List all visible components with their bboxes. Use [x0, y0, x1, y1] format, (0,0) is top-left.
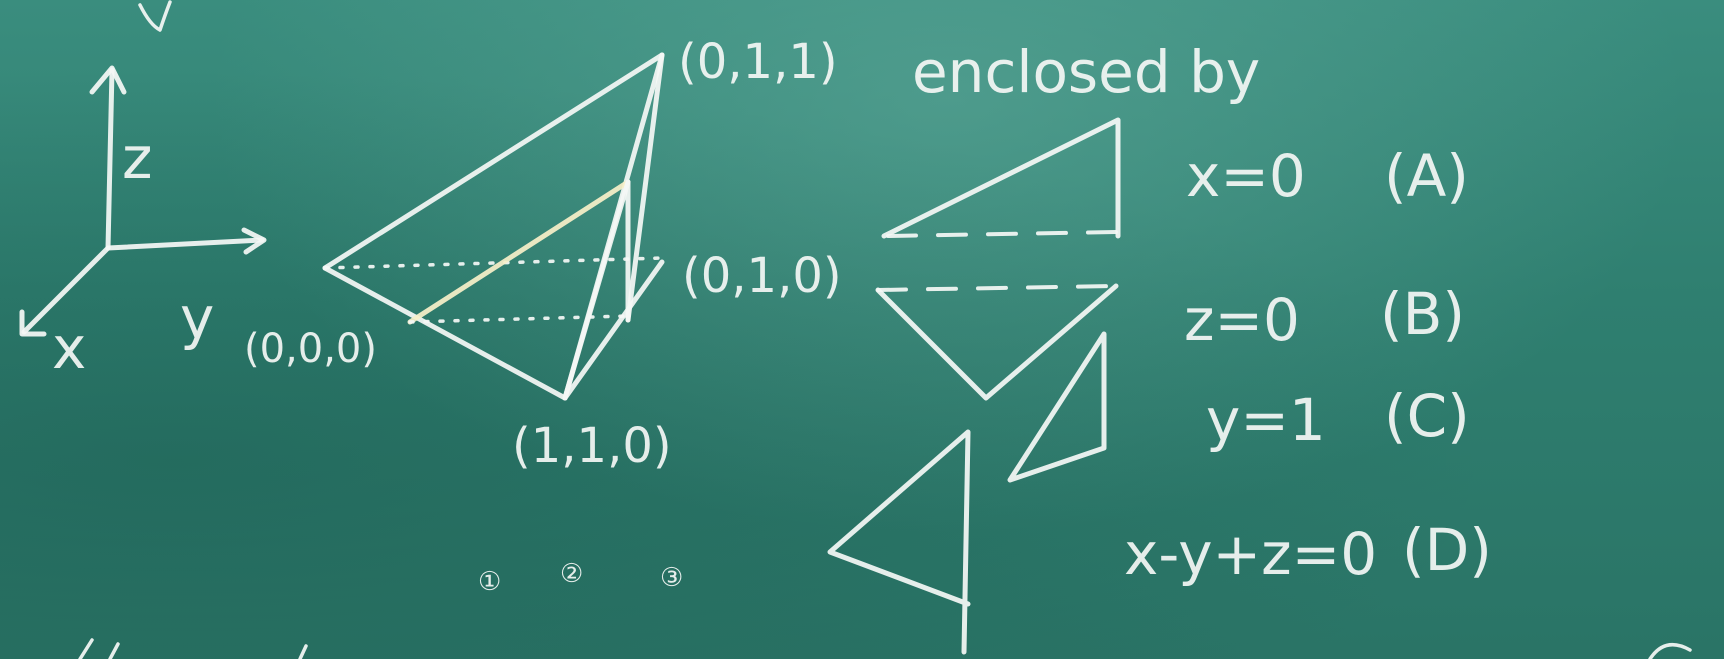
cut-off-writing-left [78, 638, 308, 659]
face-d-sketch [827, 429, 971, 655]
plane-b-equation: z=0 [1184, 286, 1300, 354]
face-b-sketch [875, 283, 1119, 401]
z-axis-arrow-icon [89, 65, 127, 95]
y-axis-arrow-icon [241, 227, 267, 255]
circled-number-3: ③ [660, 563, 683, 593]
edge-origin-top [322, 52, 665, 271]
x-axis-line [21, 245, 111, 335]
y-axis-line [105, 237, 265, 251]
face-b-dashed-top [876, 284, 1118, 292]
z-axis-label: z [122, 124, 152, 192]
cross-section-yellow-edge [407, 179, 631, 325]
cross-section-hidden [408, 314, 630, 324]
cross-section-slant [562, 179, 631, 401]
face-a-sketch [881, 117, 1121, 239]
plane-c-equation: y=1 [1206, 386, 1326, 454]
y-axis-label: y [180, 284, 214, 352]
face-sketches [827, 117, 1121, 655]
z-axis-line [105, 67, 115, 251]
x-axis-arrow-icon [19, 309, 47, 337]
circled-number-2: ② [560, 559, 583, 589]
point-label-origin: (0,0,0) [244, 326, 377, 372]
circled-number-1: ① [478, 567, 501, 597]
stray-chalk-mark [138, 0, 172, 32]
plane-d-tag: (D) [1402, 516, 1492, 584]
heading-enclosed-by: enclosed by [912, 38, 1260, 106]
plane-d-equation: x-y+z=0 [1124, 520, 1377, 588]
face-c-sketch [1007, 331, 1107, 483]
edge-top-mid [625, 52, 665, 323]
plane-a-tag: (A) [1384, 142, 1469, 210]
plane-b-tag: (B) [1380, 280, 1465, 348]
x-axis-label: x [52, 314, 86, 382]
edge-origin-front [322, 265, 568, 401]
point-label-mid: (0,1,0) [682, 248, 842, 304]
face-a-dashed-base [886, 230, 1120, 238]
point-label-front: (1,1,0) [512, 418, 672, 474]
plane-c-tag: (C) [1384, 382, 1470, 450]
cut-off-writing-right [1648, 642, 1692, 659]
plane-a-equation: x=0 [1186, 142, 1306, 210]
coordinate-axes [19, 65, 267, 337]
point-label-top: (0,1,1) [678, 34, 838, 90]
hidden-edge-origin-mid [323, 256, 664, 270]
edge-front-mid [562, 259, 665, 401]
tetrahedron-sketch [322, 52, 665, 401]
